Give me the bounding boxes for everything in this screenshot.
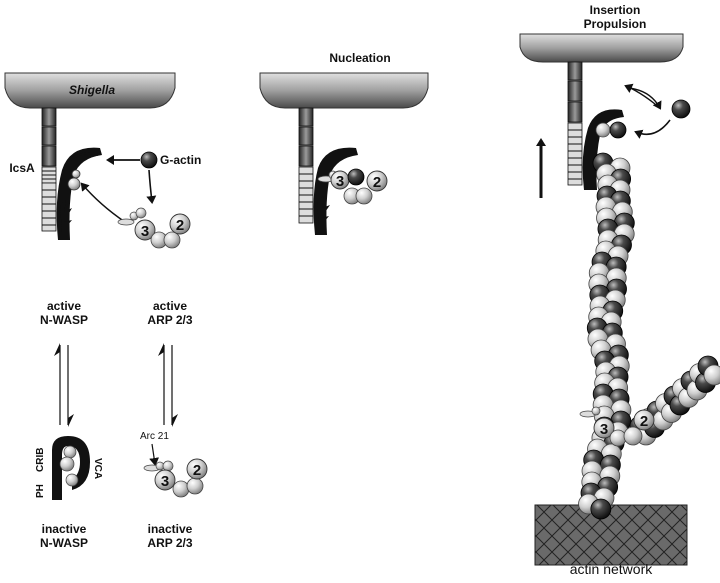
shigella-membrane [4, 72, 176, 109]
arp23-branch: 3 2 [579, 406, 655, 447]
equilibrium-arrows [54, 343, 178, 427]
svg-text:3: 3 [161, 473, 169, 490]
panel-insertion: 3 2 [519, 33, 720, 566]
svg-text:2: 2 [176, 217, 184, 234]
propulsion-title: Propulsion [583, 17, 647, 31]
svg-text:2: 2 [640, 413, 648, 430]
icsa-stalk [41, 107, 57, 232]
g-actin-incoming [671, 99, 691, 119]
active-arp23-state: active [152, 299, 188, 313]
n-wasp-active-shape [56, 147, 102, 240]
panel-shigella: Shigella [4, 72, 191, 249]
icsa-label: IcsA [9, 161, 35, 175]
active-arp23-name: ARP 2/3 [147, 313, 193, 327]
arp23-nucleating: 3 2 [317, 168, 388, 205]
svg-text:3: 3 [336, 173, 344, 190]
actin-monomer [703, 364, 720, 386]
g-actin-label: G-actin [160, 153, 202, 167]
panel-nucleation: 3 2 [259, 72, 429, 235]
arp23-inactive: 3 2 [143, 443, 208, 498]
active-n-wasp-name: N-WASP [40, 313, 88, 327]
g-actin-bead [140, 151, 158, 169]
shigella-label: Shigella [69, 83, 115, 97]
insertion-membrane [519, 33, 684, 63]
svg-text:2: 2 [193, 462, 201, 479]
crib-label: CRIB [35, 448, 46, 472]
actin-network [534, 504, 688, 566]
vca-label: VCA [92, 458, 103, 479]
actin-monomer [590, 498, 612, 520]
actin-network-label: actin network [569, 561, 653, 577]
actin-filament [578, 152, 720, 520]
n-wasp-inactive-shape [52, 436, 90, 500]
arp23-complex-free: 3 2 [117, 207, 191, 249]
inactive-arp23-name: ARP 2/3 [147, 536, 193, 550]
svg-text:3: 3 [141, 223, 149, 240]
icsa-stalk-2 [298, 107, 314, 224]
svg-text:3: 3 [600, 421, 608, 438]
inactive-n-wasp-state: inactive [41, 522, 87, 536]
arc21-label: Arc 21 [140, 431, 169, 442]
inactive-n-wasp-name: N-WASP [40, 536, 88, 550]
insertion-title: Insertion [589, 3, 641, 17]
icsa-stalk-3 [567, 61, 583, 186]
nucleation-membrane [259, 72, 429, 109]
inactive-arp23-state: inactive [147, 522, 193, 536]
ph-label: PH [35, 484, 46, 498]
nucleation-title: Nucleation [329, 51, 391, 65]
active-n-wasp-state: active [46, 299, 82, 313]
svg-text:2: 2 [373, 174, 381, 191]
